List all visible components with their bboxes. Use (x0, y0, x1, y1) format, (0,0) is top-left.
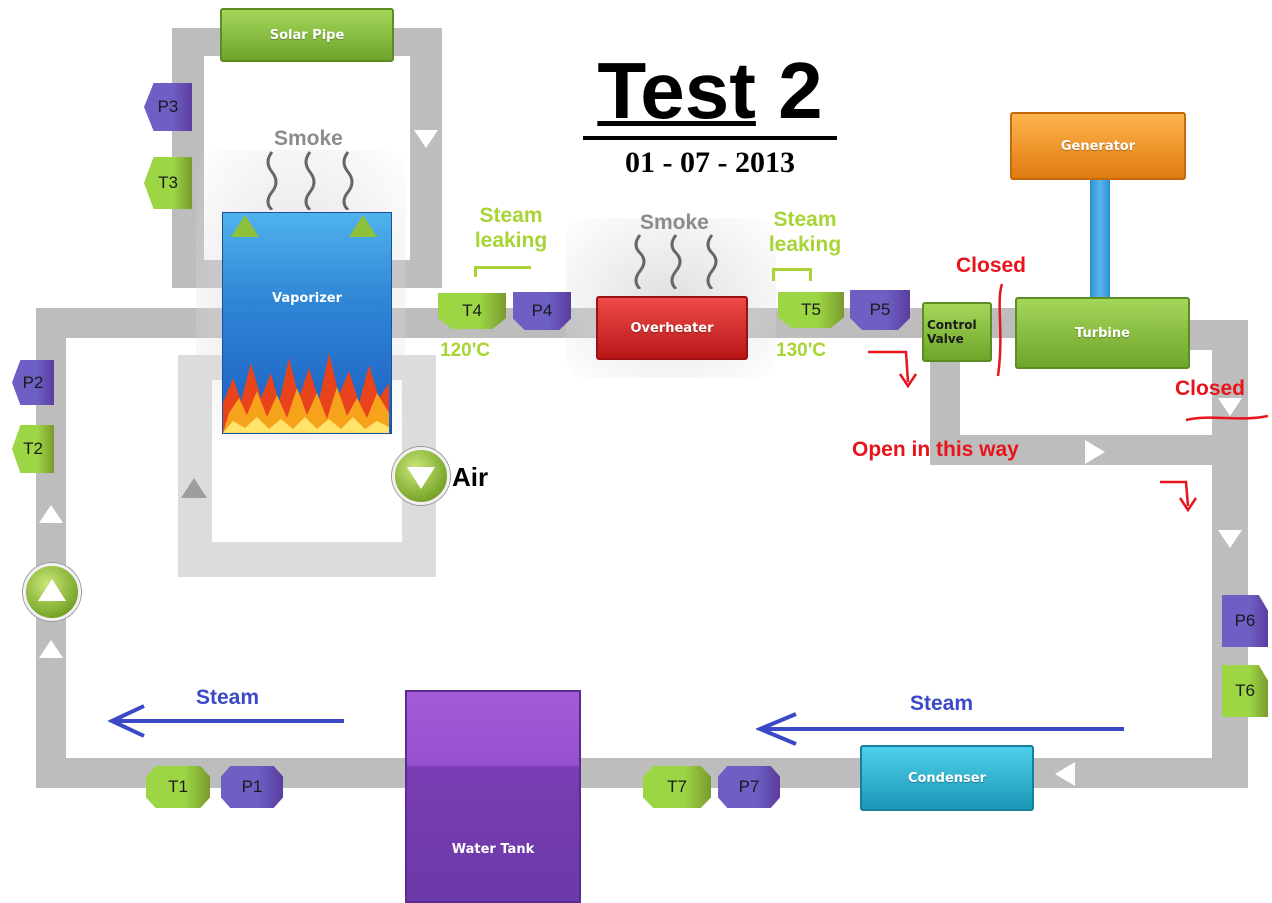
sensor-t5[interactable]: T5 (778, 292, 844, 328)
sensor-t7[interactable]: T7 (643, 766, 711, 808)
steam-leaking-left: Steam leaking (462, 203, 560, 253)
flow-arrow-solar-down (414, 130, 438, 148)
closed-mark-pipe-icon (1185, 414, 1269, 422)
air-label: Air (452, 462, 489, 492)
pump-button[interactable] (23, 563, 81, 621)
redirect-arrow-valve-icon (868, 350, 918, 389)
steam-leaking-right: Steam leaking (756, 207, 854, 257)
steam-leaking-left-line1: Steam (479, 204, 543, 227)
closed-label-pipe: Closed (1175, 377, 1246, 400)
page-title: Test (597, 46, 756, 135)
turbine-label: Turbine (1075, 325, 1130, 341)
water-tank[interactable]: Water Tank (405, 690, 581, 903)
smoke-label-overheater: Smoke (640, 211, 709, 234)
generator[interactable]: Generator (1010, 112, 1186, 180)
pump-arrow-icon (38, 579, 66, 601)
generator-label: Generator (1060, 138, 1136, 154)
smoke-wisps-vaporizer-icon (266, 151, 354, 210)
control-valve[interactable]: Control Valve (922, 302, 992, 362)
vaporizer-label: Vaporizer (271, 291, 343, 306)
sensor-p2[interactable]: P2 (12, 360, 54, 405)
overheater[interactable]: Overheater (596, 296, 748, 360)
flow-arrow-bottom-left (1055, 762, 1075, 786)
flow-arrow-right-down-2 (1218, 530, 1242, 548)
flow-arrow-bypass-right (1085, 440, 1105, 464)
solar-pipe-label: Solar Pipe (269, 27, 345, 43)
title-number: 2 (778, 46, 823, 135)
closed-mark-valve-icon (996, 283, 1004, 377)
sensor-p1[interactable]: P1 (221, 766, 283, 808)
sensor-p3[interactable]: P3 (144, 83, 192, 131)
steam-leak-bracket-left (474, 266, 531, 277)
sensor-t1[interactable]: T1 (146, 766, 210, 808)
condenser[interactable]: Condenser (860, 745, 1034, 811)
steam-label-left: Steam (196, 686, 260, 709)
smoke-label-vaporizer: Smoke (274, 127, 343, 150)
steam-arrow-right-icon (756, 712, 1124, 746)
vaporizer-vent-right (349, 215, 377, 237)
steam-leaking-right-line1: Steam (773, 208, 837, 231)
air-valve-arrow-icon (407, 467, 435, 489)
temp-reading-t5: 130'C (776, 340, 826, 361)
vaporizer-fire-icon (223, 353, 389, 433)
flow-arrow-left-up-2 (39, 640, 63, 658)
sensor-t2[interactable]: T2 (12, 425, 54, 473)
flow-arrow-right-down-1 (1218, 398, 1242, 416)
generator-shaft (1090, 180, 1110, 300)
pipe-top-right (1180, 320, 1248, 350)
vaporizer[interactable]: Vaporizer (222, 212, 392, 434)
sensor-t3[interactable]: T3 (144, 157, 192, 209)
sensor-p6[interactable]: P6 (1222, 595, 1268, 647)
vaporizer-vent-left (231, 215, 259, 237)
smoke-wisps-overheater-icon (634, 234, 718, 289)
sensor-t6[interactable]: T6 (1222, 665, 1268, 717)
condenser-label: Condenser (907, 770, 987, 786)
sensor-p5[interactable]: P5 (850, 290, 910, 330)
title-date: 01 - 07 - 2013 (625, 146, 795, 179)
open-in-this-way-label: Open in this way (852, 438, 1019, 461)
redirect-arrow-bypass-icon (1160, 480, 1198, 513)
steam-arrow-left-icon (108, 704, 344, 738)
sensor-p7[interactable]: P7 (718, 766, 780, 808)
title-block: Test 2 01 - 07 - 2013 (583, 51, 837, 180)
air-valve-button[interactable] (392, 447, 450, 505)
flow-arrow-left-up-1 (39, 505, 63, 523)
temp-reading-t4: 120'C (440, 340, 490, 361)
sensor-t4[interactable]: T4 (438, 293, 506, 329)
overheater-label: Overheater (630, 320, 714, 336)
pipe-solar-right (410, 28, 442, 288)
flow-arrow-air-up (181, 478, 207, 498)
steam-leaking-left-line2: leaking (474, 229, 548, 253)
steam-leak-bracket-right (772, 268, 812, 281)
steam-label-right: Steam (910, 692, 974, 715)
sensor-p4[interactable]: P4 (513, 292, 571, 330)
steam-leaking-right-line2: leaking (768, 233, 842, 257)
water-tank-label: Water Tank (451, 842, 535, 857)
turbine[interactable]: Turbine (1015, 297, 1190, 369)
control-valve-label: Control Valve (927, 318, 977, 346)
solar-pipe[interactable]: Solar Pipe (220, 8, 394, 62)
closed-label-valve: Closed (956, 254, 1027, 277)
